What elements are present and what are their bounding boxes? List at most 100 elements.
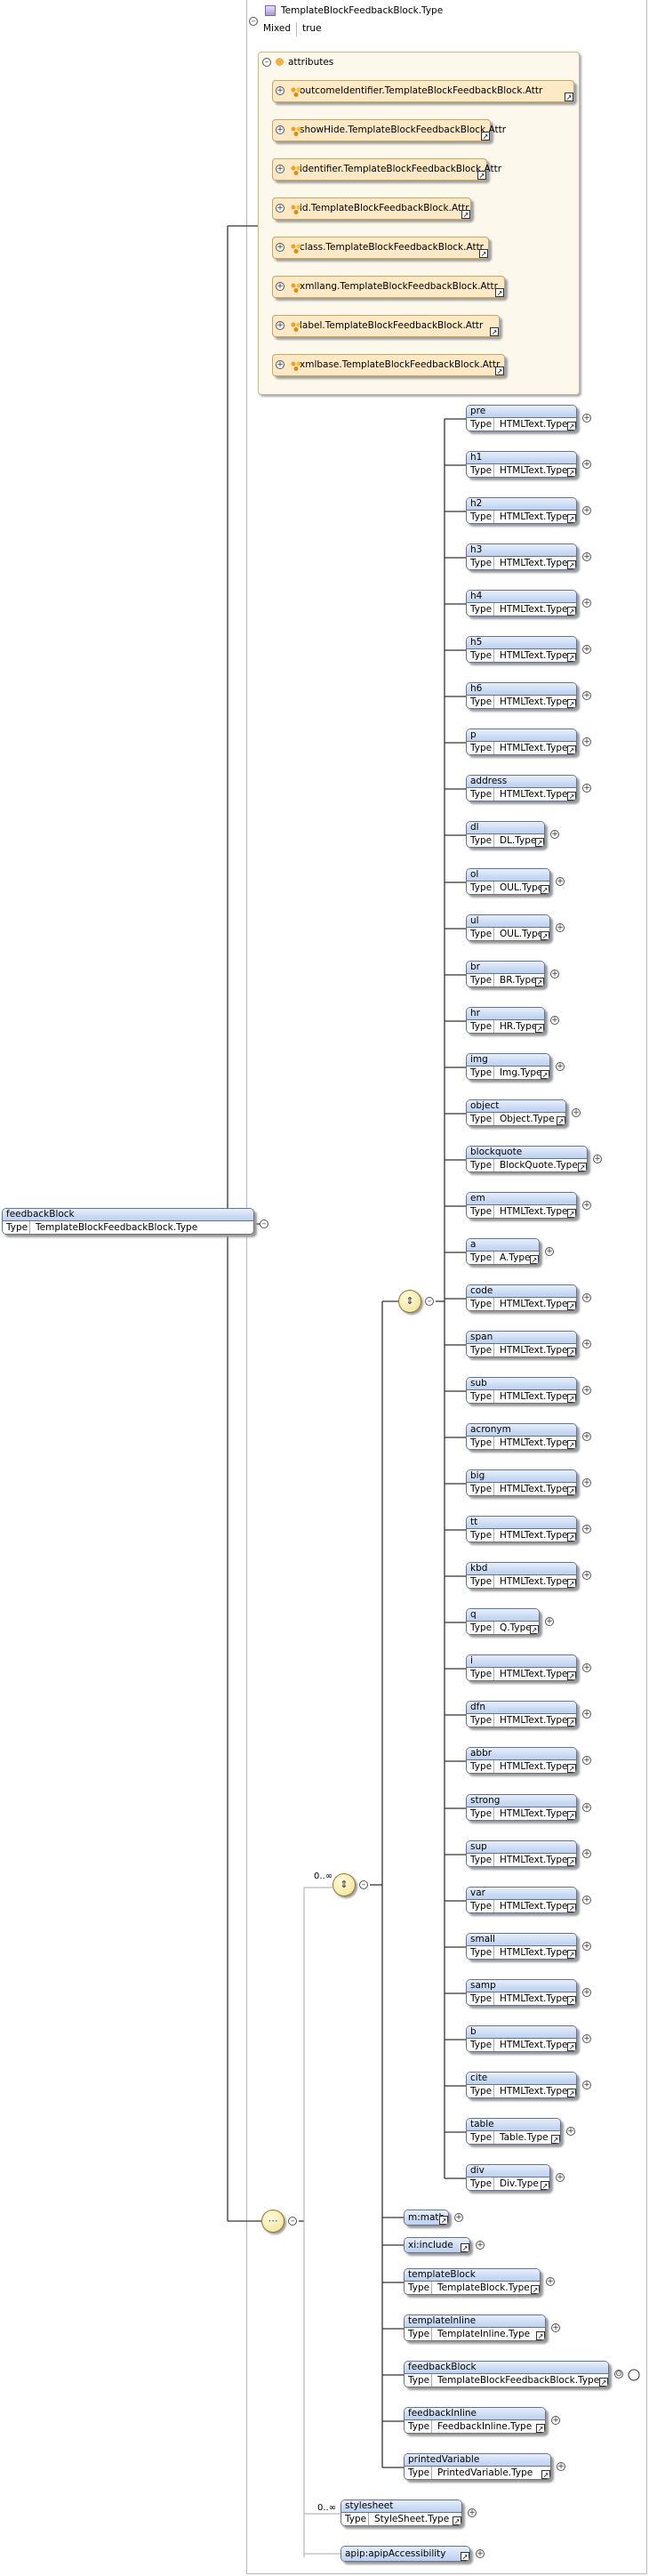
link-icon[interactable]: ↗: [439, 2216, 448, 2225]
sequence-collapse-toggle[interactable]: –: [288, 2217, 297, 2226]
expand-toggle[interactable]: +: [582, 414, 591, 423]
expand-toggle[interactable]: +: [551, 2416, 560, 2425]
expand-toggle[interactable]: +: [582, 1293, 591, 1302]
attribute-expand-toggle[interactable]: +: [276, 360, 284, 369]
attribute-outcomeidentifier[interactable]: +outcomeIdentifier.TemplateBlockFeedback…: [272, 80, 574, 102]
expand-toggle[interactable]: +: [550, 1016, 559, 1025]
expand-toggle[interactable]: +: [476, 2549, 485, 2558]
link-icon[interactable]: ↗: [551, 2135, 560, 2144]
collapse-attributes-toggle[interactable]: –: [262, 58, 271, 67]
link-icon[interactable]: ↗: [530, 1625, 539, 1634]
expand-toggle[interactable]: +: [582, 645, 591, 654]
link-icon[interactable]: ↗: [461, 210, 470, 219]
link-icon[interactable]: ↗: [535, 838, 544, 847]
link-icon[interactable]: ↗: [541, 931, 549, 940]
expand-toggle[interactable]: +: [556, 2173, 565, 2182]
link-icon[interactable]: ↗: [567, 1950, 576, 1959]
expand-toggle[interactable]: +: [593, 1155, 602, 1163]
link-icon[interactable]: ↗: [567, 1764, 576, 1773]
expand-toggle[interactable]: +: [582, 784, 591, 793]
expand-toggle[interactable]: +: [582, 1756, 591, 1765]
expand-toggle[interactable]: +: [582, 1803, 591, 1812]
expand-toggle[interactable]: +: [582, 1896, 591, 1904]
expand-toggle[interactable]: +: [582, 1571, 591, 1580]
link-icon[interactable]: ↗: [535, 978, 544, 986]
attribute-expand-toggle[interactable]: +: [276, 86, 284, 95]
link-icon[interactable]: ↗: [565, 93, 573, 101]
expand-toggle[interactable]: ⊙: [614, 2370, 623, 2379]
attribute-expand-toggle[interactable]: +: [276, 165, 284, 173]
link-icon[interactable]: ↗: [479, 249, 488, 258]
expand-toggle[interactable]: +: [582, 599, 591, 608]
choice-inner-collapse-toggle[interactable]: –: [425, 1297, 434, 1306]
link-icon[interactable]: ↗: [567, 699, 576, 708]
expand-toggle[interactable]: +: [454, 2213, 463, 2222]
expand-toggle[interactable]: +: [582, 1710, 591, 1719]
expand-toggle[interactable]: +: [546, 2277, 555, 2286]
sequence-compositor-icon[interactable]: ⋯: [261, 2210, 284, 2233]
link-icon[interactable]: ↗: [567, 653, 576, 662]
expand-toggle[interactable]: +: [476, 2241, 485, 2250]
attribute-expand-toggle[interactable]: +: [276, 204, 284, 213]
expand-toggle[interactable]: +: [582, 1849, 591, 1858]
expand-toggle[interactable]: +: [582, 2034, 591, 2043]
attribute-xmllang[interactable]: +xmllang.TemplateBlockFeedbackBlock.Attr…: [272, 276, 505, 298]
link-icon[interactable]: ↗: [536, 2424, 545, 2433]
attribute-label[interactable]: +label.TemplateBlockFeedbackBlock.Attr↗: [272, 315, 500, 337]
attribute-expand-toggle[interactable]: +: [276, 125, 284, 134]
attribute-expand-toggle[interactable]: +: [276, 321, 284, 330]
expand-toggle[interactable]: +: [468, 2508, 477, 2517]
link-icon[interactable]: ↗: [567, 1348, 576, 1356]
element-apip-accessibility[interactable]: apip:apipAccessibility↗: [341, 2546, 470, 2562]
link-icon[interactable]: ↗: [530, 1255, 539, 1264]
expand-toggle[interactable]: +: [582, 1386, 591, 1395]
link-icon[interactable]: ↗: [567, 422, 576, 431]
link-icon[interactable]: ↗: [557, 1116, 565, 1125]
link-icon[interactable]: ↗: [531, 2285, 540, 2294]
link-icon[interactable]: ↗: [541, 2470, 550, 2479]
expand-toggle[interactable]: +: [582, 691, 591, 700]
expand-toggle[interactable]: +: [582, 2081, 591, 2089]
expand-toggle[interactable]: +: [582, 1942, 591, 1951]
link-icon[interactable]: ↗: [567, 1394, 576, 1403]
link-icon[interactable]: ↗: [490, 327, 499, 336]
expand-toggle[interactable]: +: [545, 1247, 554, 1256]
choice-compositor-inner-icon[interactable]: ⇕: [398, 1290, 421, 1313]
link-icon[interactable]: ↗: [567, 1579, 576, 1588]
link-icon[interactable]: ↗: [461, 2243, 469, 2252]
expand-toggle[interactable]: +: [550, 830, 559, 839]
expand-toggle[interactable]: +: [582, 552, 591, 561]
expand-toggle[interactable]: +: [582, 1525, 591, 1534]
attribute-identifier[interactable]: +identifier.TemplateBlockFeedbackBlock.A…: [272, 158, 501, 181]
expand-toggle[interactable]: +: [582, 1201, 591, 1210]
link-icon[interactable]: ↗: [481, 132, 490, 141]
link-icon[interactable]: ↗: [567, 2042, 576, 2051]
link-icon[interactable]: ↗: [541, 885, 549, 894]
expand-toggle[interactable]: +: [556, 877, 565, 886]
expand-toggle[interactable]: +: [582, 506, 591, 515]
root-collapse-toggle[interactable]: –: [260, 1220, 268, 1228]
link-icon[interactable]: ↗: [567, 1301, 576, 1310]
